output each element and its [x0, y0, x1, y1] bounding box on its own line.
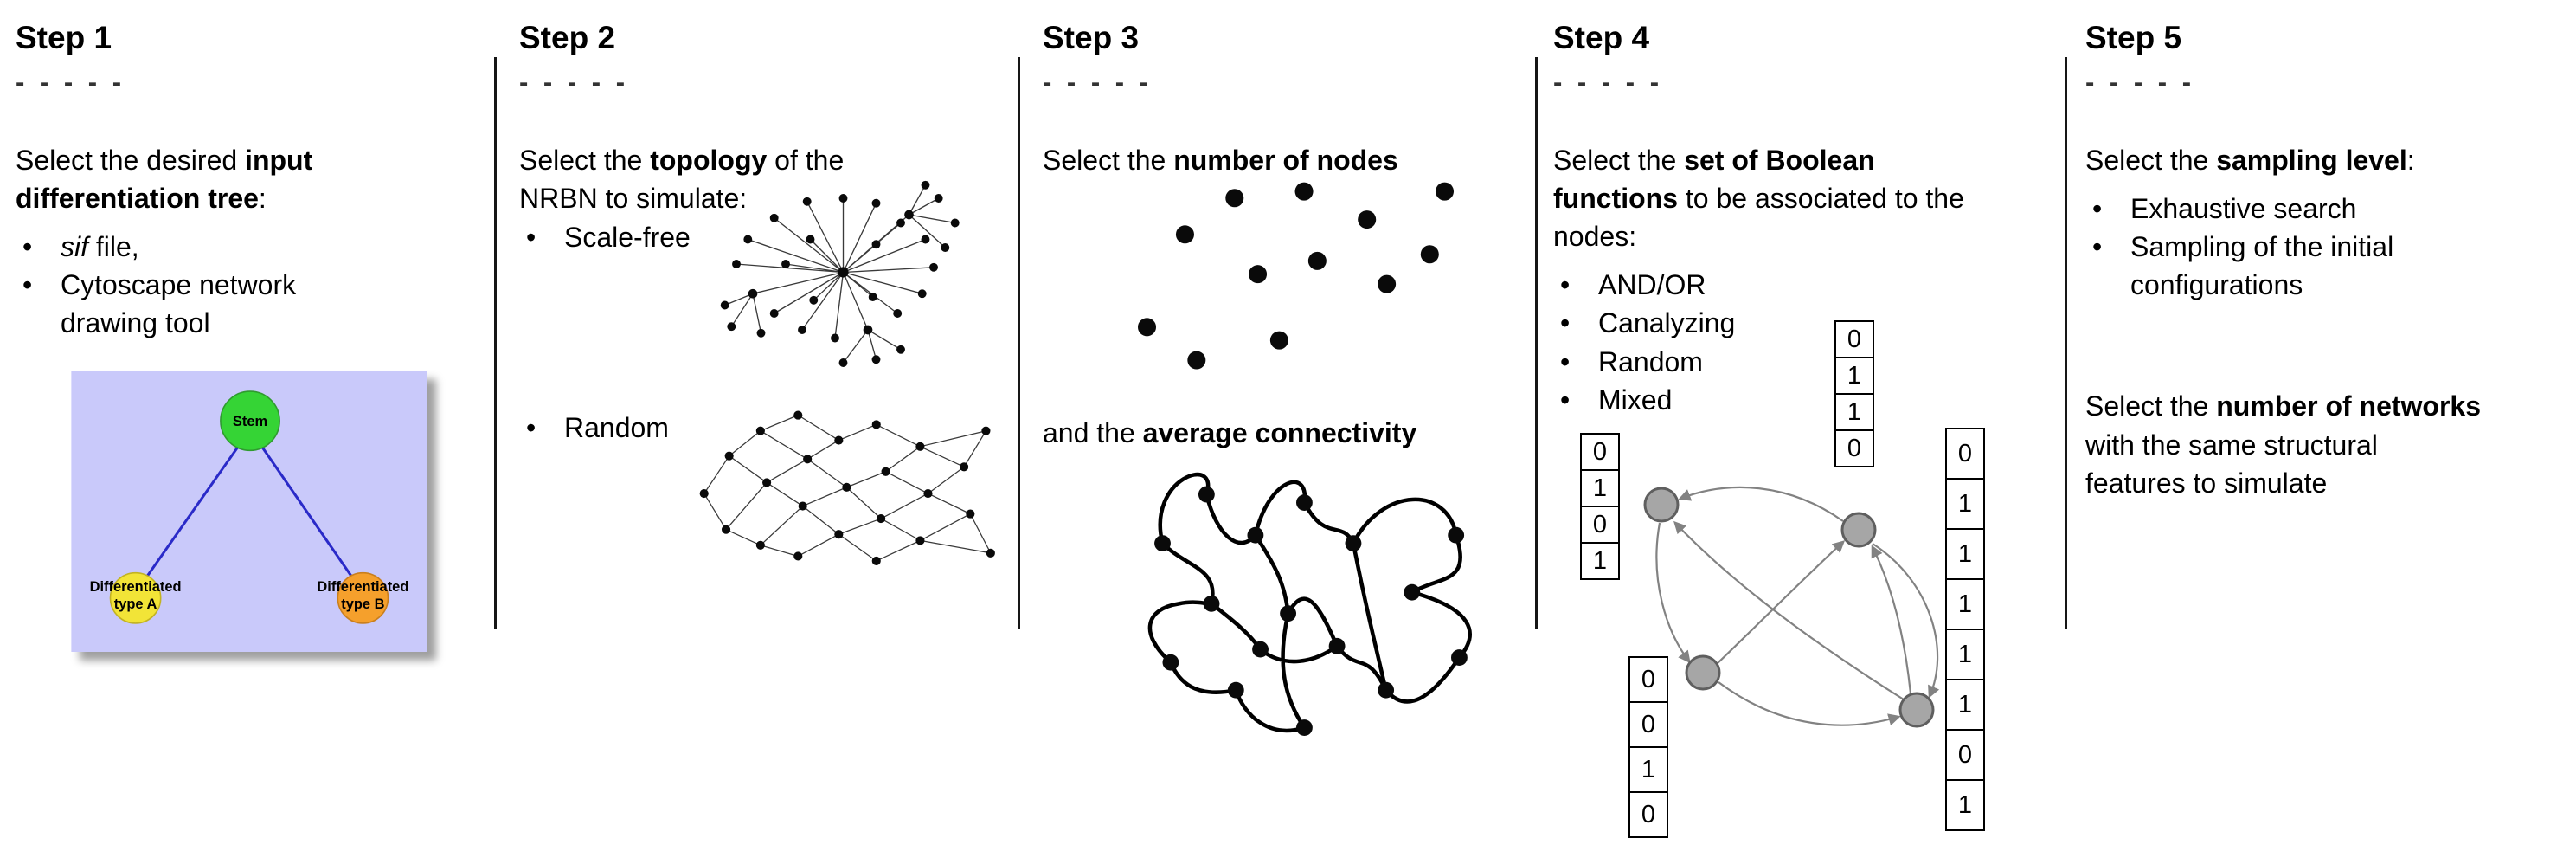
step-1-bullet-list: • sif file, • Cytoscape network drawing … [16, 228, 487, 342]
step-3-panel: Step 3 - - - - - Select the number of no… [1043, 0, 1527, 736]
truth-table-cell: 1 [1628, 746, 1668, 793]
bullet-marker: • [526, 222, 536, 253]
differentiation-tree-figure: Stem Differentiated type A Differentiate… [71, 370, 427, 652]
tree-edge [134, 428, 252, 594]
truth-table-cell: 1 [1580, 469, 1620, 507]
bullet-item: •Sampling of the initial configurations [2085, 228, 2570, 304]
step-1-intro: Select the desired input differentiation… [16, 144, 313, 215]
bullet-item: •Random [1553, 343, 2057, 381]
bullet-marker: • [1560, 345, 1571, 377]
bullet-item: •Exhaustive search [2085, 190, 2570, 228]
truth-table-cell: 0 [1945, 729, 1985, 781]
step-5-networks-text: Select the number of networks with the s… [2085, 390, 2482, 499]
step-3-connectivity-text: and the average connectivity [1043, 417, 1417, 448]
step-1-title: Step 1 [16, 20, 112, 55]
random-network-figure [685, 394, 1014, 595]
scale-free-network-figure [677, 149, 1010, 396]
bullet-marker: • [1560, 307, 1571, 339]
truth-table-cell: 1 [1834, 393, 1874, 431]
bullet-marker: • [2092, 231, 2103, 263]
nodes-scatter-figure [1103, 175, 1488, 398]
bullet-marker: • [1560, 269, 1571, 301]
truth-table-cell: 0 [1628, 701, 1668, 748]
step-4-dashes: - - - - - [1553, 67, 1661, 98]
truth-table-cell: 0 [1580, 506, 1620, 544]
step-1-dashes: - - - - - [16, 67, 123, 98]
step-5-bullet-list: •Exhaustive search •Sampling of the init… [2085, 190, 2570, 304]
bullet-item: •Canalyzing [1553, 304, 2057, 342]
step-2-intro: Select the topology of the NRBN to simul… [519, 144, 845, 215]
network-node [1840, 512, 1877, 548]
differentiation-tree-svg: Stem Differentiated type A Differentiate… [71, 370, 427, 652]
step-4-bullet-list: •AND/OR •Canalyzing •Random •Mixed [1553, 266, 2057, 419]
truth-table-cell: 1 [1580, 542, 1620, 580]
leaf-a-label: type A [114, 596, 157, 611]
truth-table-cell: 1 [1945, 779, 1985, 831]
truth-table-cell: 1 [1834, 357, 1874, 395]
column-divider [2065, 57, 2067, 629]
network-node [1898, 692, 1935, 728]
bullet-item: • Cytoscape network drawing tool [16, 266, 487, 342]
step-3-title: Step 3 [1043, 20, 1140, 55]
leaf-a-label: Differentiated [90, 578, 182, 594]
boolean-network-graph [1643, 486, 1940, 728]
leaf-b-label: type B [341, 596, 384, 611]
step-3-nodes-text: Select the number of nodes [1043, 144, 1398, 176]
step-5-panel: Step 5 - - - - - Select the sampling lev… [2085, 0, 2570, 502]
column-divider [1018, 57, 1020, 629]
stem-label: Stem [233, 414, 267, 429]
bullet-item: • sif file, [16, 228, 487, 266]
bullet-marker: • [526, 412, 536, 443]
bullet-item: • Random [519, 409, 669, 447]
step-2-dashes: - - - - - [519, 67, 626, 98]
step-2-title: Step 2 [519, 20, 616, 55]
step-3-dashes: - - - - - [1043, 67, 1150, 98]
truth-table-cell: 0 [1628, 791, 1668, 838]
step-4-panel: Step 4 - - - - - Select the set of Boole… [1553, 0, 2057, 838]
differentiated-type-b-node [337, 571, 389, 624]
network-node [1685, 654, 1721, 691]
step-5-dashes: - - - - - [2085, 67, 2193, 98]
step-5-sampling-text: Select the sampling level: [2085, 144, 2415, 176]
truth-table-cell: 0 [1580, 433, 1620, 471]
connectivity-network-figure [1116, 454, 1519, 764]
truth-table-cell: 1 [1945, 629, 1985, 680]
bullet-item: •Mixed [1553, 381, 2057, 419]
bullet-marker: • [22, 231, 33, 263]
differentiated-type-a-node [109, 571, 162, 624]
truth-table-cell: 1 [1945, 478, 1985, 530]
network-node [1643, 487, 1680, 523]
column-divider [1535, 57, 1538, 629]
bullet-marker: • [2092, 193, 2103, 225]
stem-node [220, 390, 280, 451]
step-2-panel: Step 2 - - - - - Select the topology of … [519, 0, 1012, 565]
bullet-marker: • [22, 269, 33, 301]
truth-table-cell: 0 [1834, 429, 1874, 467]
step-4-title: Step 4 [1553, 20, 1650, 55]
step-4-intro: Select the set of Boolean functions to b… [1553, 144, 1964, 253]
step-5-title: Step 5 [2085, 20, 2182, 55]
bullet-item: • Scale-free [519, 218, 691, 256]
truth-table-cell: 0 [1945, 428, 1985, 480]
truth-table-cell: 0 [1834, 320, 1874, 358]
truth-table-cell: 1 [1945, 578, 1985, 630]
leaf-b-label: Differentiated [317, 578, 408, 594]
tree-edge [248, 428, 364, 594]
column-divider [494, 57, 497, 629]
bullet-marker: • [1560, 384, 1571, 416]
step-1-panel: Step 1 - - - - - Select the desired inpu… [16, 0, 487, 652]
bullet-item: •AND/OR [1553, 266, 2057, 304]
